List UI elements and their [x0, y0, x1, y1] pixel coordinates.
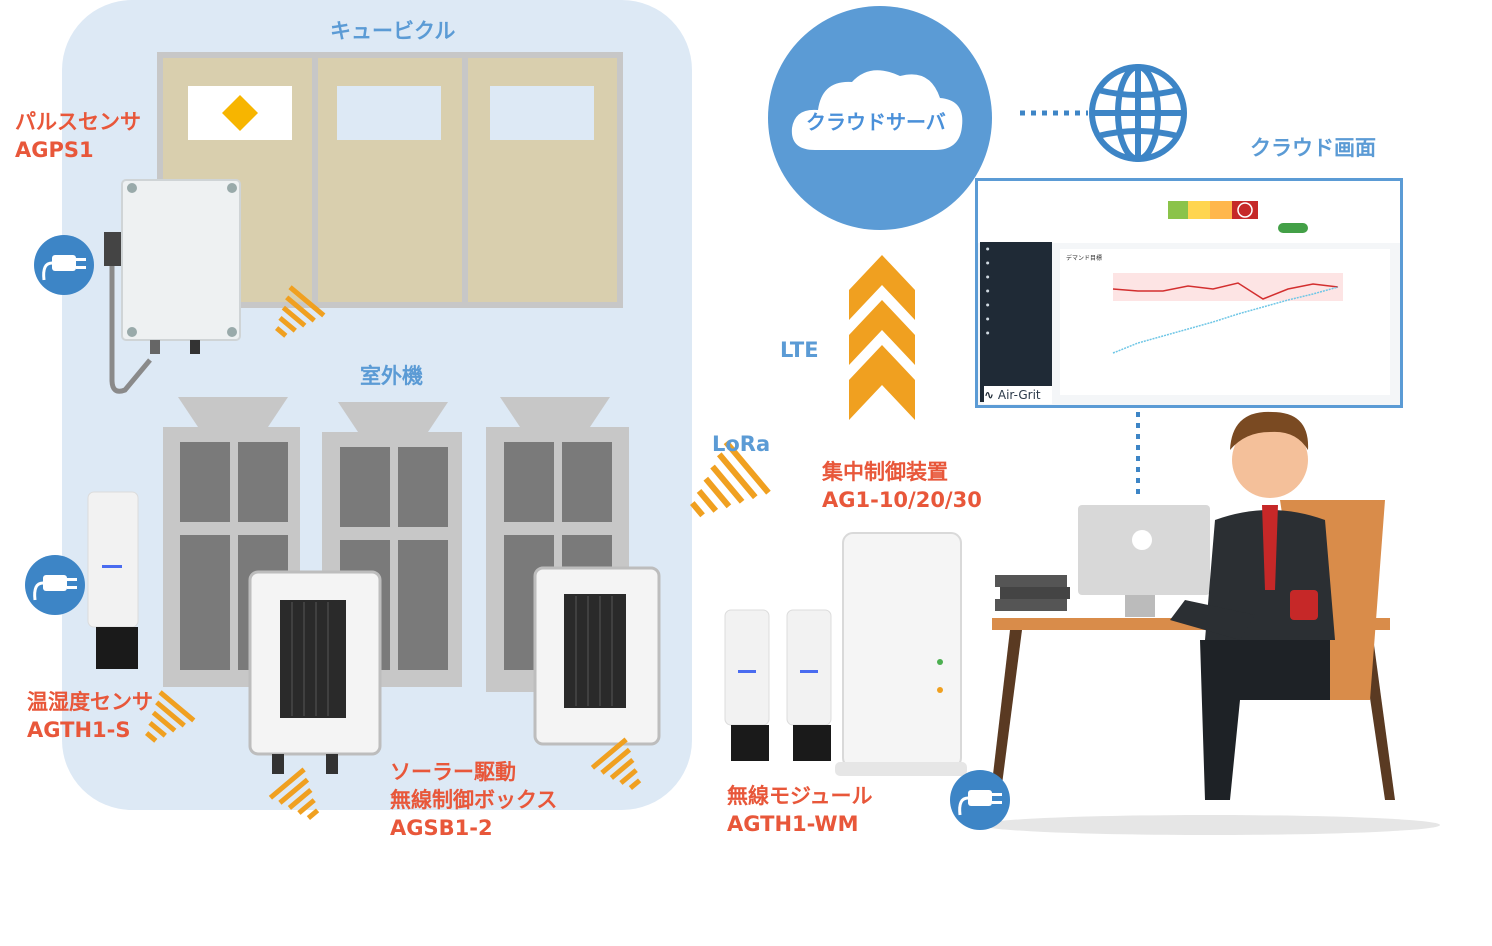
cloud-icon [768, 6, 992, 230]
power-plug-icon [25, 555, 85, 615]
controller-name: 集中制御装置 [822, 460, 948, 484]
cubicle-label: キュービクル [330, 19, 456, 43]
cloud-screen-label: クラウド画面 [1250, 136, 1376, 160]
wireless-module-device [724, 609, 832, 761]
power-plug-icon [34, 235, 94, 295]
wireless-module-name: 無線モジュール [727, 784, 873, 808]
solar-box-label: ソーラー駆動 無線制御ボックス AGSB1-2 [390, 758, 557, 842]
dashboard-sidebar: ● ● ● ● ● ● ● [980, 242, 1052, 402]
outdoor-unit-label: 室外機 [360, 364, 423, 388]
globe-icon [1089, 64, 1187, 162]
temp-sensor-name: 温湿度センサ [27, 690, 153, 714]
signal-waves [145, 285, 771, 820]
solar-box-device-2 [533, 566, 661, 746]
lte-label: LTE [780, 338, 819, 362]
central-controller-device [835, 532, 967, 776]
pulse-sensor-device [104, 179, 241, 394]
solar-box-name-line2: 無線制御ボックス [390, 788, 558, 812]
logo-text: Air-Grit [997, 388, 1041, 402]
sidebar-item: ● [986, 274, 990, 279]
controller-model: AG1-10/20/30 [822, 488, 982, 512]
pulse-sensor-model: AGPS1 [15, 138, 94, 162]
temp-humidity-sensor-device [87, 491, 139, 669]
logo-mark-icon: ∿ [984, 388, 995, 402]
sidebar-item: ● [986, 260, 990, 265]
lora-label: LoRa [712, 432, 771, 456]
sidebar-item: ● [986, 246, 990, 251]
lte-arrows [849, 255, 915, 420]
sidebar-item: ● [986, 316, 990, 321]
wireless-module-model: AGTH1-WM [727, 812, 859, 836]
dashboard-content [978, 181, 1400, 395]
controller-label: 集中制御装置 AG1-10/20/30 [822, 458, 982, 514]
office-worker-illustration [980, 411, 1440, 835]
pulse-sensor-name: パルスセンサ [15, 110, 141, 134]
temp-sensor-model: AGTH1-S [27, 718, 131, 742]
solar-box-device-1 [248, 570, 382, 774]
dashboard-section-title: デマンド目標 [1066, 255, 1103, 262]
solar-box-name-line1: ソーラー駆動 [390, 760, 516, 784]
temp-sensor-label: 温湿度センサ AGTH1-S [27, 688, 153, 744]
sidebar-item: ● [986, 330, 990, 335]
solar-box-model: AGSB1-2 [390, 816, 493, 840]
pulse-sensor-label: パルスセンサ AGPS1 [15, 108, 141, 164]
dashboard-logo: ∿ Air-Grit [984, 386, 1052, 404]
wireless-module-label: 無線モジュール AGTH1-WM [727, 782, 873, 838]
sidebar-item: ● [986, 288, 990, 293]
power-plug-icon [950, 770, 1010, 830]
cloud-server-label: クラウドサーバ [806, 110, 946, 134]
sidebar-item: ● [986, 302, 990, 307]
warning-diamond-icon [222, 95, 258, 131]
